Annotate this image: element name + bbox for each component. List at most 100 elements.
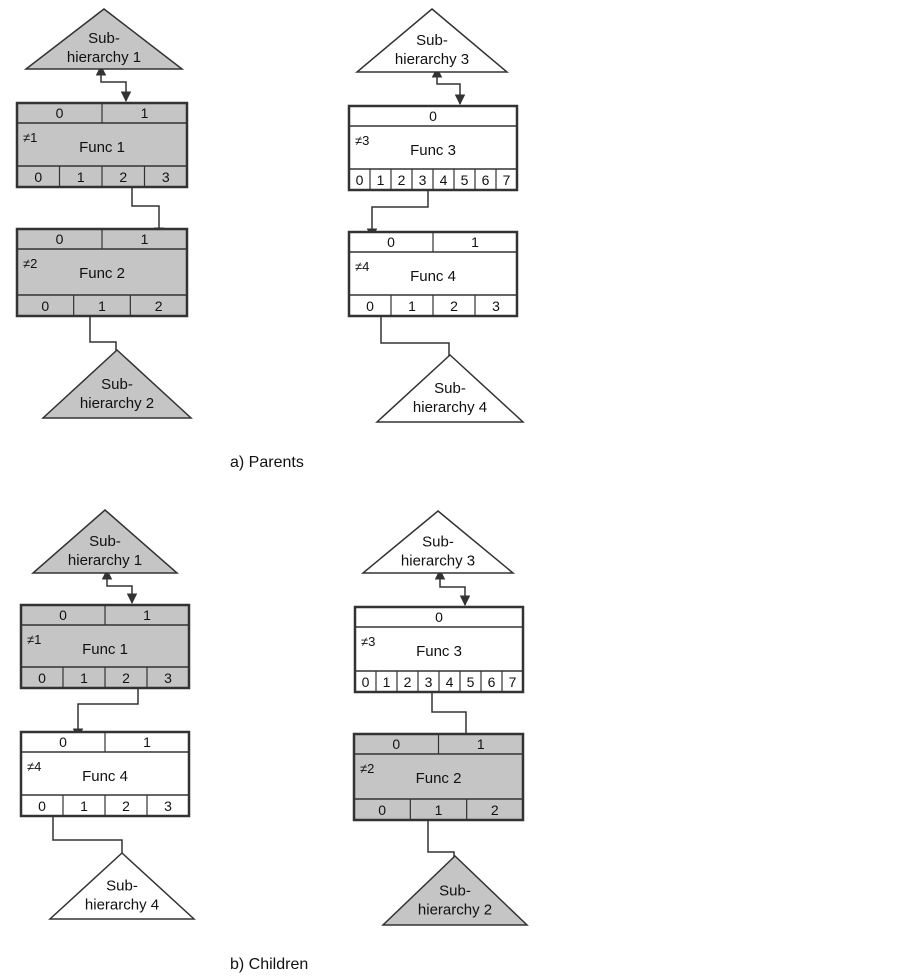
func-1-parent-title: Func 1: [79, 139, 125, 156]
link-sub3-func3-parent: [431, 66, 466, 106]
subhierarchy-3-child-label-line1: Sub-: [422, 533, 454, 550]
func-4-parent-output-port-3: 3: [492, 298, 500, 314]
subhierarchy-1-parent-label-line2: hierarchy 1: [67, 49, 141, 66]
link-func3-func2-child: [426, 680, 472, 746]
subhierarchy-1-parent: Sub-hierarchy 1: [23, 8, 185, 70]
func-4-child-input-port-0: 0: [59, 734, 67, 750]
func-1-parent-input-port-0: 0: [56, 105, 64, 121]
subhierarchy-1-child-label-line1: Sub-: [89, 533, 121, 550]
func-3-parent-output-port-4: 4: [440, 172, 448, 188]
func-3-parent-output-port-6: 6: [482, 172, 490, 188]
func-2-parent-output-port-2: 2: [155, 298, 163, 314]
func-3-parent-output-port-3: 3: [419, 172, 427, 188]
func-2-parent: 0 1 0 1 2 Func 2 ≠2: [15, 227, 189, 318]
func-2-parent-output-port-0: 0: [41, 298, 49, 314]
func-1-parent-input-port-1: 1: [141, 105, 149, 121]
subhierarchy-3-child-label-line2: hierarchy 3: [401, 552, 475, 569]
func-3-child-output-port-2: 2: [404, 674, 412, 690]
func-2-child-input-port-0: 0: [392, 736, 400, 752]
subhierarchy-2-parent-label-line2: hierarchy 2: [80, 395, 154, 412]
subhierarchy-2-parent-label-line1: Sub-: [101, 376, 133, 393]
func-3-parent-id: ≠3: [355, 133, 369, 148]
subhierarchy-4-parent-label-line2: hierarchy 4: [413, 399, 487, 416]
func-3-parent-input-port-0: 0: [429, 108, 437, 124]
func-4-child-output-port-1: 1: [80, 798, 88, 814]
subhierarchy-1-parent-shape: [23, 8, 185, 70]
func-4-parent-output-port-0: 0: [366, 298, 374, 314]
func-2-child-id: ≠2: [360, 761, 374, 776]
link-func1-func2-parent: [126, 176, 165, 239]
func-3-child-output-port-0: 0: [362, 674, 370, 690]
caption-children: b) Children: [230, 956, 308, 973]
func-3-child-output-port-6: 6: [488, 674, 496, 690]
func-1-parent-output-port-3: 3: [162, 169, 170, 185]
func-4-parent-input-port-1: 1: [471, 234, 479, 250]
func-4-parent-output-port-1: 1: [408, 298, 416, 314]
func-2-parent-id: ≠2: [23, 256, 37, 271]
func-1-child-input-port-0: 0: [59, 607, 67, 623]
func-3-parent-output-port-2: 2: [398, 172, 406, 188]
func-2-parent-frame: [15, 227, 189, 318]
func-3-child-id: ≠3: [361, 634, 375, 649]
func-2-child-output-port-2: 2: [491, 802, 499, 818]
func-3-child-output-port-4: 4: [446, 674, 454, 690]
func-4-child: 0 1 0 1 2 3 Func 4 ≠4: [19, 730, 191, 818]
func-2-child-output-port-1: 1: [435, 802, 443, 818]
func-3-child-output-port-7: 7: [509, 674, 517, 690]
func-1-parent-id: ≠1: [23, 130, 37, 145]
subhierarchy-2-parent-shape: [41, 348, 193, 419]
subhierarchy-2-child-shape: [381, 854, 529, 926]
func-4-child-title: Func 4: [82, 768, 128, 785]
subhierarchy-2-child: Sub-hierarchy 2: [381, 854, 529, 926]
subhierarchy-1-parent-label-line1: Sub-: [88, 30, 120, 47]
subhierarchy-4-child-label-line1: Sub-: [106, 878, 138, 895]
func-1-child-title: Func 1: [82, 641, 128, 658]
func-3-parent-output-port-7: 7: [503, 172, 511, 188]
func-4-child-output-port-2: 2: [122, 798, 130, 814]
func-2-child-title: Func 2: [416, 770, 462, 787]
func-2-parent-output-port-1: 1: [98, 298, 106, 314]
caption-parents: a) Parents: [230, 454, 304, 471]
func-3-child-output-port-1: 1: [383, 674, 391, 690]
func-1-child-input-port-1: 1: [143, 607, 151, 623]
subhierarchy-3-child-shape: [360, 510, 516, 574]
func-1-child-output-port-0: 0: [38, 670, 46, 686]
func-4-child-output-port-3: 3: [164, 798, 172, 814]
subhierarchy-4-child-shape: [48, 851, 196, 920]
subhierarchy-3-parent-label-line2: hierarchy 3: [395, 51, 469, 68]
func-2-parent-input-port-1: 1: [141, 231, 149, 247]
func-4-child-input-port-1: 1: [143, 734, 151, 750]
func-3-child-title: Func 3: [416, 643, 462, 660]
func-3-child-input-port-0: 0: [435, 609, 443, 625]
func-3-parent-title: Func 3: [410, 142, 456, 159]
func-1-parent-output-port-1: 1: [77, 169, 85, 185]
link-sub1-func1-parent: [95, 64, 132, 103]
subhierarchy-3-parent-shape: [354, 8, 510, 73]
link-sub1-func1-child: [101, 568, 138, 605]
func-2-parent-input-port-0: 0: [56, 231, 64, 247]
func-1-child-id: ≠1: [27, 632, 41, 647]
subhierarchy-1-child-label-line2: hierarchy 1: [68, 552, 142, 569]
subhierarchy-3-parent-label-line1: Sub-: [416, 32, 448, 49]
link-sub3-func3-child: [434, 568, 471, 607]
link-func1-func4-child: [72, 676, 144, 740]
func-2-child-input-port-1: 1: [477, 736, 485, 752]
func-1-child-output-port-3: 3: [164, 670, 172, 686]
subhierarchy-4-parent-label-line1: Sub-: [434, 380, 466, 397]
func-4-child-output-port-0: 0: [38, 798, 46, 814]
subhierarchy-4-child: Sub-hierarchy 4: [48, 851, 196, 920]
func-4-parent-title: Func 4: [410, 268, 456, 285]
func-3-parent-output-port-1: 1: [377, 172, 385, 188]
func-2-parent-title: Func 2: [79, 265, 125, 282]
func-4-child-id: ≠4: [27, 759, 41, 774]
subhierarchy-4-child-label-line2: hierarchy 4: [85, 897, 159, 914]
subhierarchy-4-parent-shape: [375, 353, 525, 423]
